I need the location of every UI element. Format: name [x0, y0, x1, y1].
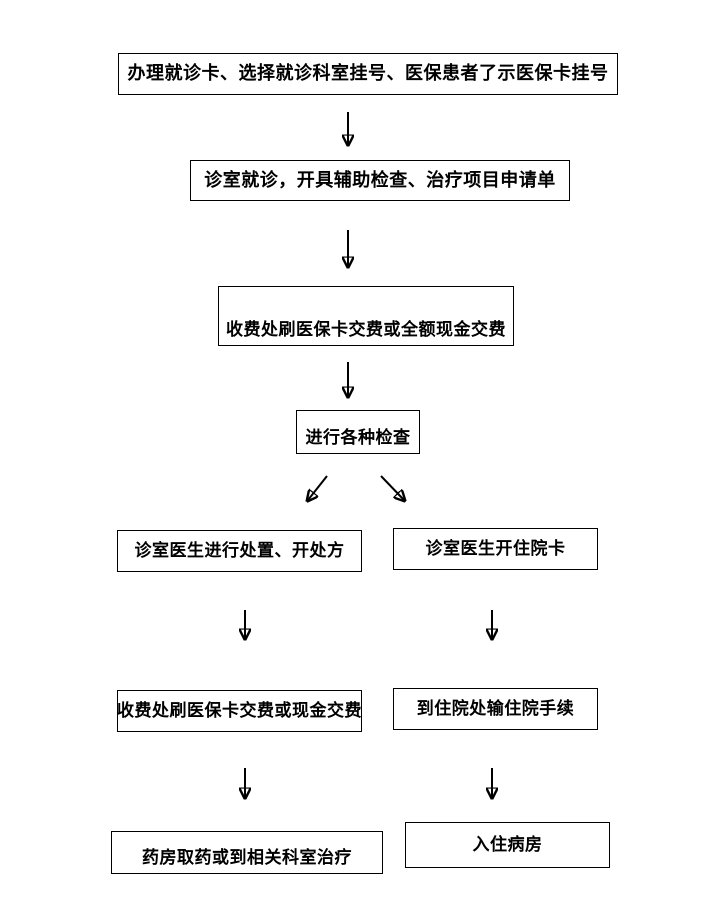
flow-node-exams: 进行各种检查: [296, 410, 420, 454]
flow-node-pay-again-label: 收费处刷医保卡交费或现金交费: [117, 700, 362, 721]
flow-node-admission-procedure: 到住院处输住院手续: [393, 688, 598, 730]
flow-node-pay-full: 收费处刷医保卡交费或全额现金交费: [218, 286, 514, 346]
flow-node-ward: 入住病房: [405, 822, 610, 868]
flow-node-pay-full-label: 收费处刷医保卡交费或全额现金交费: [226, 320, 506, 341]
flow-node-treatment-prescribe-label: 诊室医生进行处置、开处方: [134, 540, 345, 561]
flow-node-pharmacy-or-treat-label: 药房取药或到相关科室治疗: [142, 848, 352, 869]
arrow-exams-to-treatment: [308, 475, 328, 500]
flow-node-ward-label: 入住病房: [472, 834, 543, 855]
flow-node-clinic-visit: 诊室就诊，开具辅助检查、治疗项目申请单: [190, 160, 570, 201]
flow-node-admission-procedure-label: 到住院处输住院手续: [416, 698, 575, 719]
flow-node-pharmacy-or-treat: 药房取药或到相关科室治疗: [111, 831, 383, 874]
flow-node-treatment-prescribe: 诊室医生进行处置、开处方: [117, 530, 362, 572]
arrow-exams-to-admissioncard: [380, 475, 404, 500]
flow-node-admission-card-label: 诊室医生开住院卡: [425, 538, 566, 559]
flow-node-register: 办理就诊卡、选择就诊科室挂号、医保患者了示医保卡挂号: [118, 53, 618, 95]
flow-node-exams-label: 进行各种检查: [305, 428, 411, 449]
flow-node-register-label: 办理就诊卡、选择就诊科室挂号、医保患者了示医保卡挂号: [127, 63, 609, 85]
flow-node-pay-again: 收费处刷医保卡交费或现金交费: [117, 690, 362, 732]
flow-node-clinic-visit-label: 诊室就诊，开具辅助检查、治疗项目申请单: [204, 169, 556, 191]
flow-node-admission-card: 诊室医生开住院卡: [393, 528, 598, 570]
